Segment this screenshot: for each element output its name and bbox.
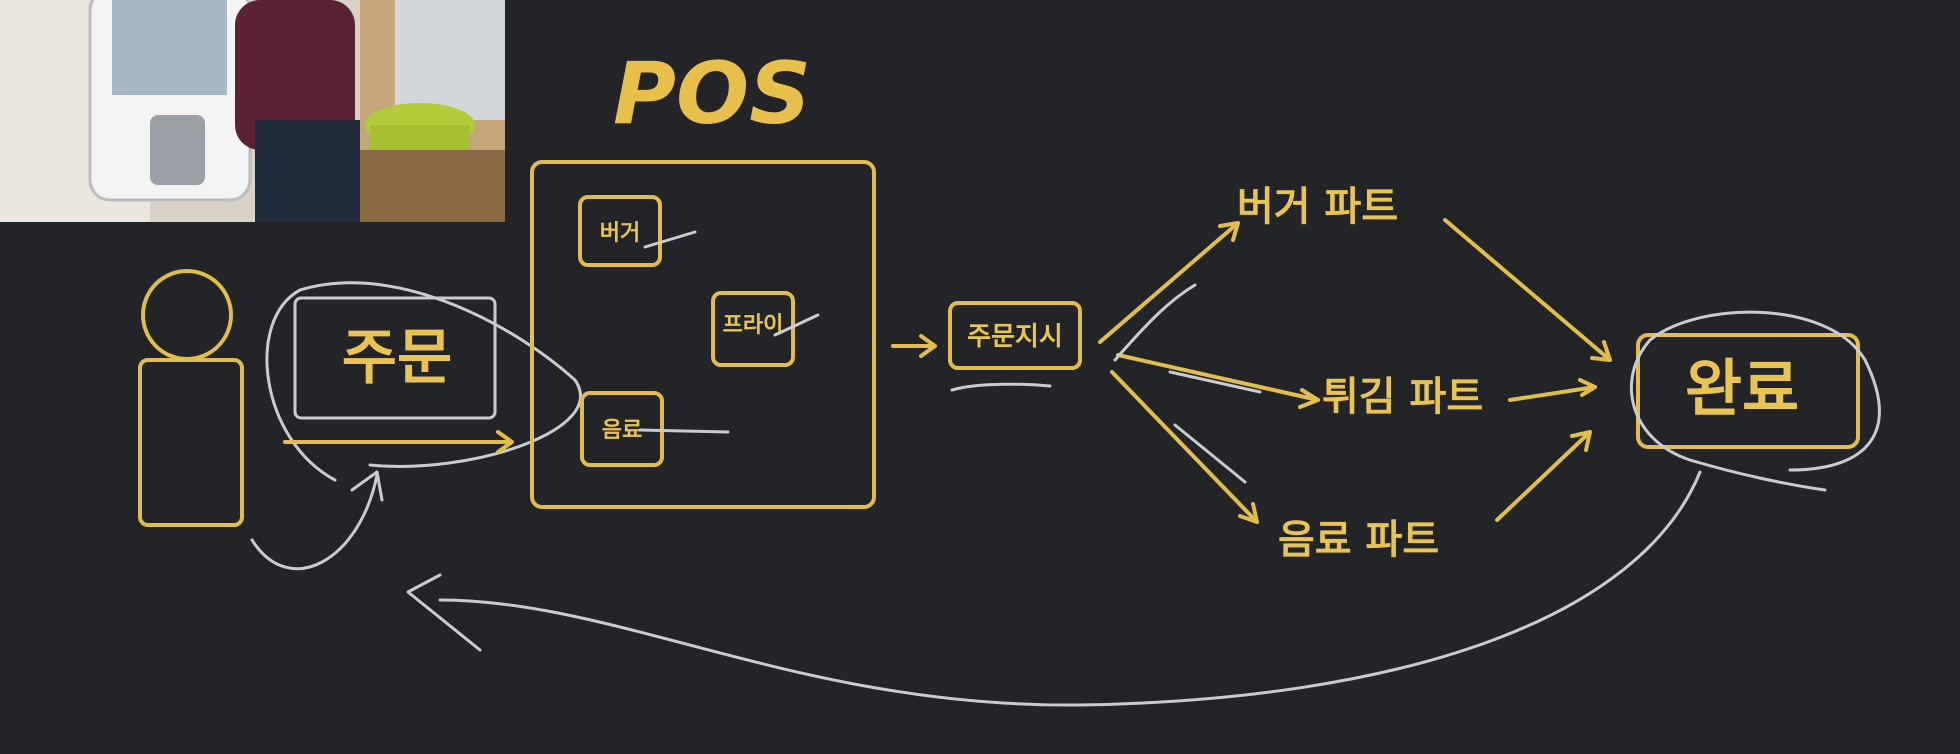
instruction-underline — [950, 382, 1052, 392]
arrow-to-drink-part — [1110, 370, 1259, 524]
arrow-to-burger-part — [1098, 221, 1240, 344]
done-box — [1636, 333, 1860, 449]
pos-title: POS — [613, 44, 811, 144]
pos-box — [530, 160, 876, 509]
arrow-to-fry-part — [1116, 353, 1320, 409]
done-label: 완료 — [1685, 352, 1799, 425]
instruction-label: 주문지시 — [967, 322, 1063, 352]
pos-fry-box — [711, 291, 795, 367]
order-label: 주문 — [342, 323, 452, 393]
pos-burger-box — [578, 195, 662, 267]
strike-drink — [638, 428, 730, 434]
arrow-burger-to-done — [1443, 218, 1612, 362]
pos-fry-label: 프라이 — [723, 313, 784, 338]
order-box — [293, 296, 497, 420]
order-return-arrow — [250, 470, 384, 571]
strike-burger — [643, 230, 697, 249]
arrow-pos-to-instruction — [891, 334, 937, 358]
burger-part-label: 버거 파트 — [1237, 184, 1398, 230]
pos-burger-label: 버거 — [600, 221, 640, 246]
fry-part-label: 튀김 파트 — [1322, 374, 1483, 420]
instruction-box — [948, 301, 1082, 370]
customer-icon — [138, 269, 244, 527]
pos-drink-label: 음료 — [602, 418, 642, 443]
order-loop — [265, 281, 582, 482]
done-loop — [1629, 310, 1881, 492]
kiosk-photo-icon — [0, 0, 505, 222]
arrow-drink-to-done — [1495, 430, 1592, 522]
drink-part-label: 음료 파트 — [1278, 517, 1439, 563]
arrow-fry-to-done — [1508, 378, 1597, 402]
strike-fry — [773, 313, 820, 337]
arrow-order-to-pos — [283, 430, 514, 454]
return-arrow — [406, 470, 1702, 707]
